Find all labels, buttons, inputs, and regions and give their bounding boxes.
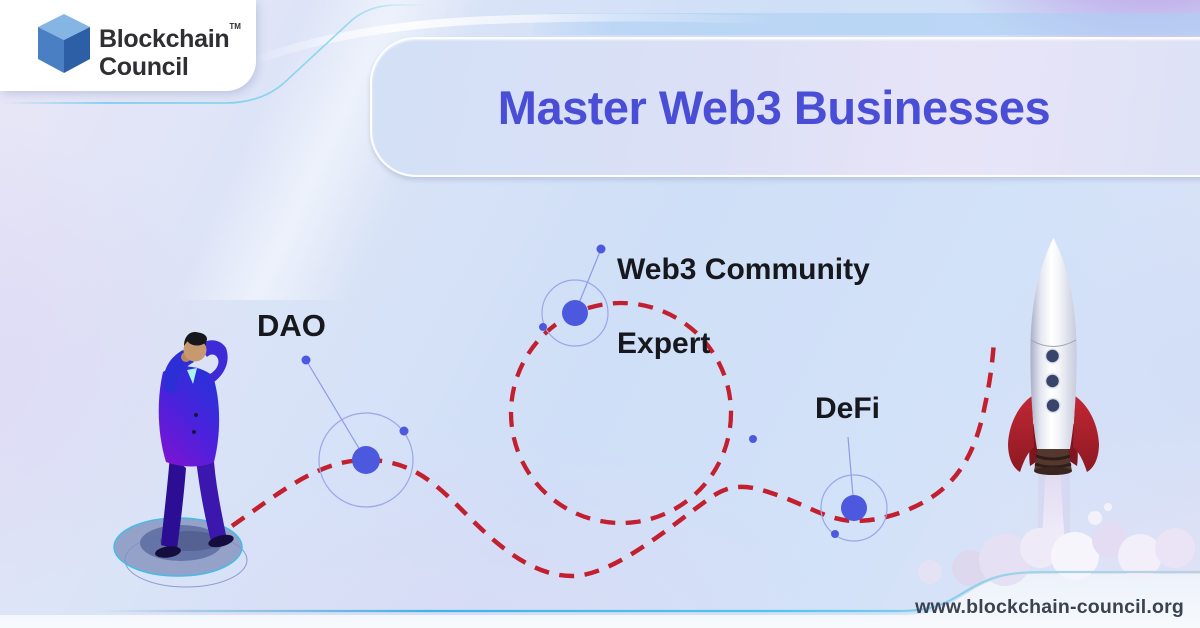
- small-dot-decor: [749, 435, 757, 443]
- person-illustration: [113, 332, 248, 588]
- rocket-illustration: [1008, 238, 1099, 560]
- brand-name: BlockchainTM Council: [99, 13, 241, 81]
- label-web3-line1: Web3 Community: [617, 253, 870, 286]
- cyan-accent-line: [98, 570, 1200, 613]
- trademark-symbol: TM: [229, 22, 241, 31]
- milestone-node-defi: [820, 436, 888, 542]
- smoke-clouds: [918, 503, 1195, 586]
- journey-dashed-path: [230, 341, 997, 579]
- title-panel: Master Web3 Businesses: [370, 37, 1200, 177]
- label-dao: DAO: [257, 308, 326, 343]
- milestone-node-dao: [301, 355, 414, 508]
- label-defi: DeFi: [815, 392, 881, 425]
- orbit-dashed-circle: [508, 300, 734, 526]
- page-title: Master Web3 Businesses: [497, 80, 1051, 134]
- brand-name-line2: Council: [99, 53, 189, 81]
- brand-logo: BlockchainTM Council: [0, 0, 256, 91]
- brand-name-line1: Blockchain: [99, 25, 230, 53]
- label-web3-line2: Expert: [617, 327, 711, 360]
- label-web3-community-expert: Web3 Community Expert: [617, 214, 870, 362]
- website-link[interactable]: www.blockchain-council.org: [915, 596, 1184, 618]
